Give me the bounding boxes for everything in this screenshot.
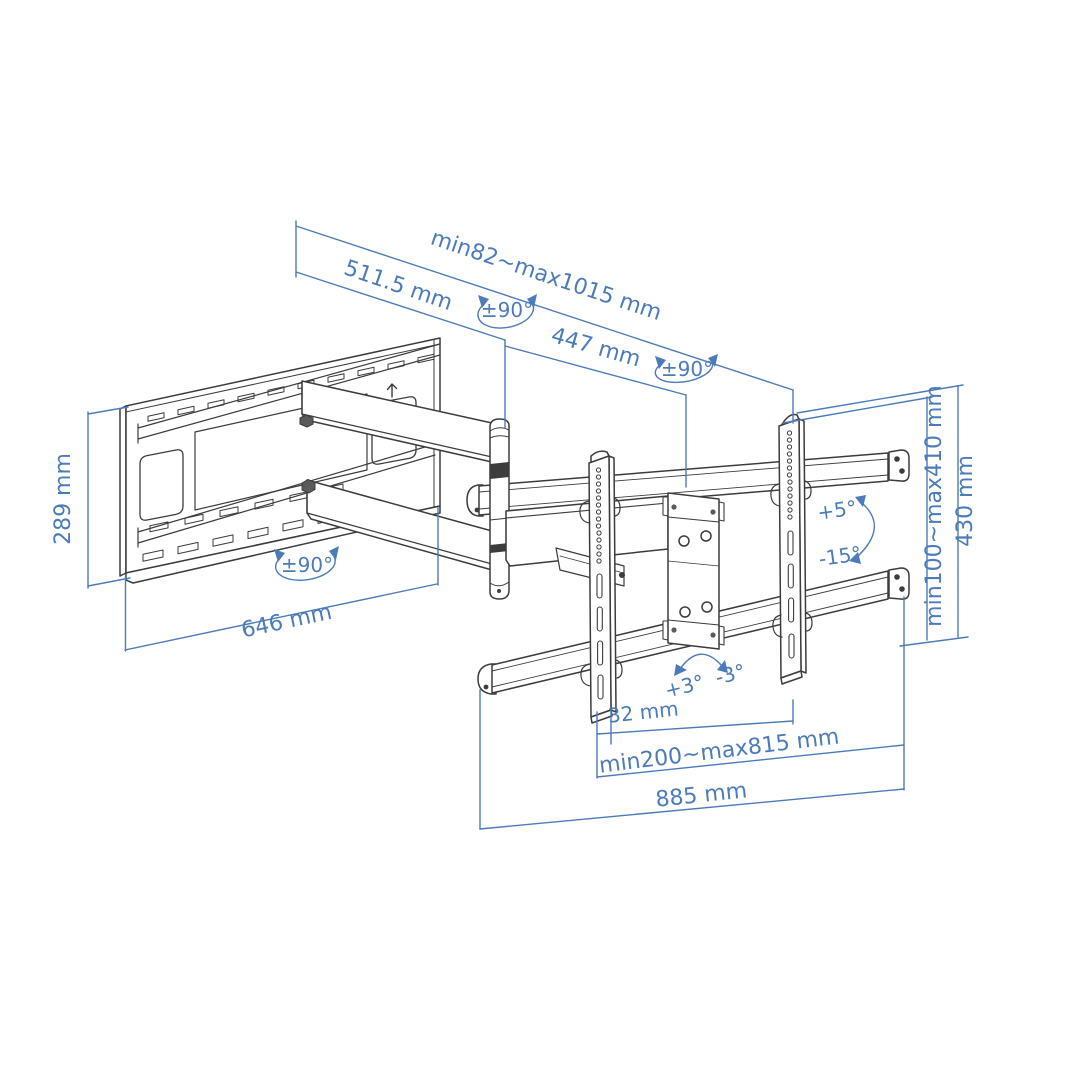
swivel-base-label: ±90° bbox=[281, 553, 333, 577]
dimension-arrowheads bbox=[274, 294, 866, 676]
left-vesa-rail bbox=[579, 450, 623, 724]
swivel-arm2-label: ±90° bbox=[661, 357, 713, 381]
dim-plate-height-label: 289 mm bbox=[51, 453, 76, 545]
swivel-arm1-label: ±90° bbox=[481, 298, 533, 322]
dim-arm2-length-label: 447 mm bbox=[548, 323, 643, 372]
lower-wall-arm bbox=[301, 479, 493, 571]
dim-rail-width-range-label: min200~max815 mm bbox=[598, 724, 841, 778]
dim-arm1-length-label: 511.5 mm bbox=[341, 256, 456, 316]
dimension-lines bbox=[87, 220, 969, 830]
dim-plate-width-label: 646 mm bbox=[239, 600, 334, 644]
dim-rail-offset-label: 32 mm bbox=[607, 696, 680, 727]
tilt-up-label: +5° bbox=[816, 495, 858, 524]
tilt-down-label: -15° bbox=[817, 541, 863, 571]
vesa-head-plate bbox=[662, 492, 725, 650]
wall-plate bbox=[119, 337, 441, 584]
roll-minus-label: -3° bbox=[713, 659, 748, 690]
dim-extension-range-label: min82~max1015 mm bbox=[427, 226, 664, 326]
dim-crossbar-length-label: 885 mm bbox=[654, 778, 748, 812]
extension-arm bbox=[505, 495, 669, 587]
dim-rail-height-range-label: min100~max410 mm bbox=[922, 385, 947, 627]
swivel-post bbox=[489, 418, 510, 600]
upper-wall-arm bbox=[299, 380, 493, 463]
dim-bracket-height-label: 430 mm bbox=[953, 455, 978, 547]
right-vesa-rail bbox=[770, 413, 813, 685]
up-arrow-icon bbox=[386, 383, 398, 398]
